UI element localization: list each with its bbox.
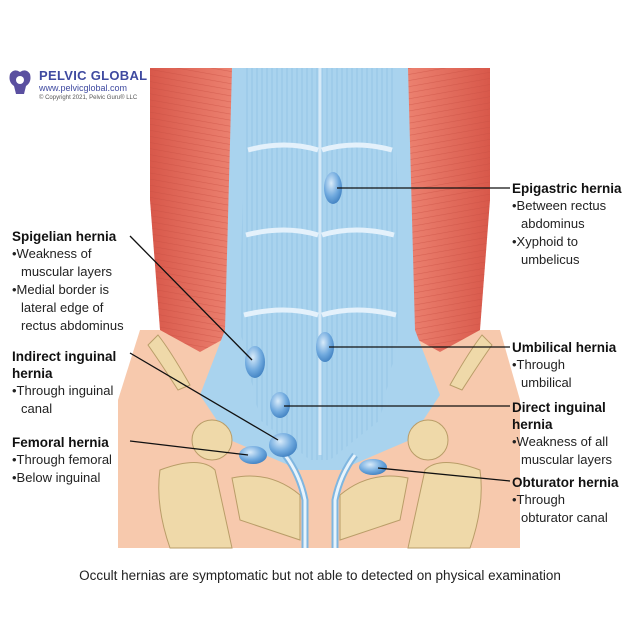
right-femur (407, 462, 482, 549)
indirect-title-1: Indirect inguinal (12, 349, 117, 364)
epigastric-bullet-2: •Xyphoid to (512, 234, 578, 249)
pubic-bone (231, 475, 409, 541)
obturator-bullet-1: •Through (512, 492, 565, 507)
direct-title-1: Direct inguinal (512, 400, 606, 415)
obturator-bullet-1-cont: obturator canal (521, 510, 608, 525)
label-umbilical: Umbilical hernia •Through umbilical (512, 339, 616, 392)
obturator-title: Obturator hernia (512, 475, 619, 490)
epigastric-title: Epigastric hernia (512, 181, 622, 196)
direct-inguinal-hernia-bulge (270, 392, 290, 418)
logo-url: www.pelvicglobal.com (39, 83, 128, 93)
right-femur-head (407, 419, 449, 461)
indirect-bullet-1-cont: canal (21, 401, 53, 416)
direct-bullet-1: •Weakness of all (512, 434, 609, 449)
left-femur-head (191, 419, 233, 461)
femoral-hernia-bulge (239, 446, 267, 464)
logo-name: PELVIC GLOBAL (39, 68, 148, 83)
label-epigastric: Epigastric hernia •Between rectus abdomi… (512, 180, 622, 269)
umbilical-bullet-1-cont: umbilical (521, 375, 572, 390)
pelvis-logo-icon (9, 70, 31, 94)
umbilical-hernia-bulge (316, 332, 334, 362)
direct-bullet-1-cont: muscular layers (521, 452, 613, 467)
caption: Occult hernias are symptomatic but not a… (79, 568, 561, 583)
obturator-leader (377, 467, 511, 482)
femoral-leader (129, 440, 249, 456)
spigelian-hernia-bulge (245, 346, 265, 378)
indirect-leader (129, 352, 279, 441)
spigelian-title: Spigelian hernia (12, 229, 117, 244)
label-direct-inguinal: Direct inguinal hernia •Weakness of all … (512, 399, 612, 469)
umbilical-title: Umbilical hernia (512, 340, 617, 355)
left-femur (158, 462, 233, 549)
femoral-bullet-2: •Below inguinal (12, 470, 101, 485)
label-femoral: Femoral hernia •Through femoral •Below i… (12, 434, 112, 487)
femoral-title: Femoral hernia (12, 435, 109, 450)
label-spigelian: Spigelian hernia •Weakness of muscular l… (12, 228, 124, 335)
indirect-title-2: hernia (12, 366, 53, 381)
label-indirect-inguinal: Indirect inguinal hernia •Through inguin… (12, 348, 116, 418)
epigastric-bullet-1: •Between rectus (512, 198, 607, 213)
left-iliac-crest (147, 334, 191, 391)
epigastric-bullet-2-cont: umbelicus (521, 252, 580, 267)
indirect-bullet-1: •Through inguinal (12, 383, 114, 398)
umbilical-bullet-1: •Through (512, 357, 565, 372)
spigelian-leader (129, 235, 253, 361)
label-obturator: Obturator hernia •Through obturator cana… (512, 474, 619, 527)
epigastric-hernia-bulge (324, 172, 342, 204)
spigelian-bullet-2-cont1: lateral edge of (21, 300, 104, 315)
spigelian-bullet-1-cont: muscular layers (21, 264, 113, 279)
direct-title-2: hernia (512, 417, 553, 432)
obturator-hernia-bulge (359, 459, 387, 475)
spigelian-bullet-2-cont2: rectus abdominus (21, 318, 124, 333)
epigastric-bullet-1-cont: abdominus (521, 216, 585, 231)
femoral-bullet-1: •Through femoral (12, 452, 112, 467)
logo-copyright: © Copyright 2021, Pelvic Guru® LLC (39, 95, 138, 101)
spigelian-bullet-2: •Medial border is (12, 282, 110, 297)
spigelian-bullet-1: •Weakness of (12, 246, 92, 261)
